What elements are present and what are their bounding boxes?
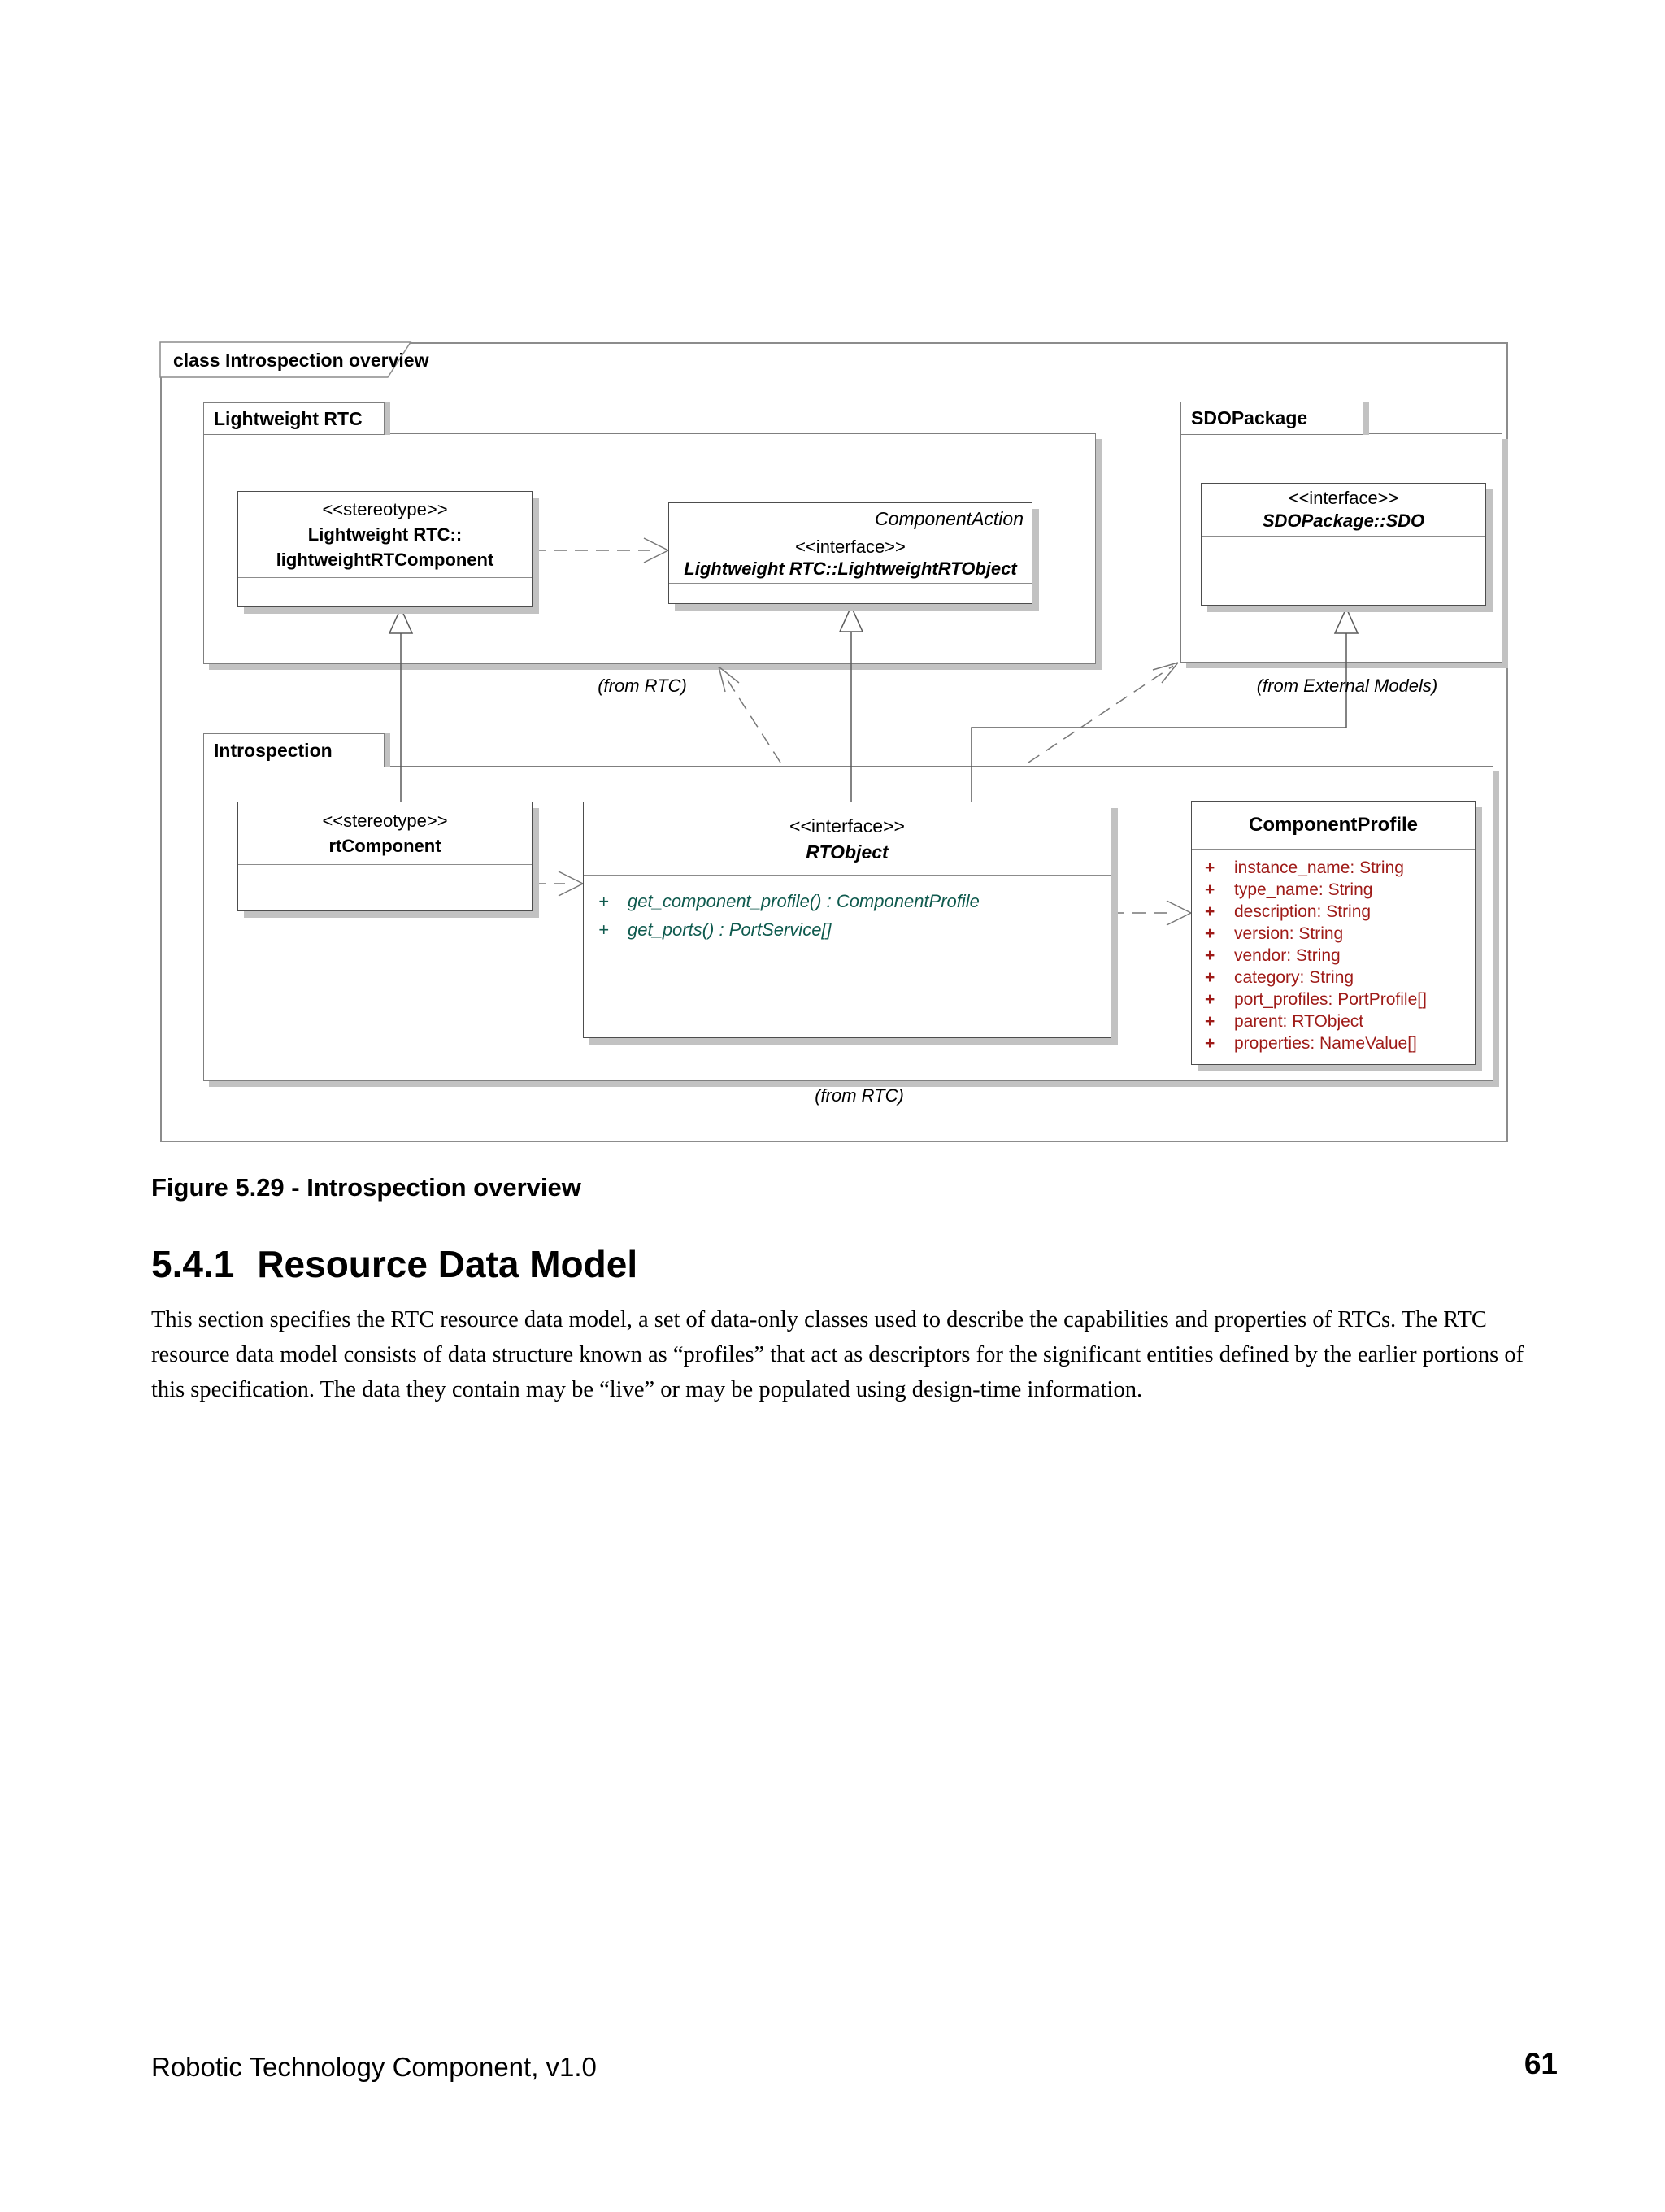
package-sdopackage-label-text: SDOPackage — [1191, 407, 1308, 428]
class-name: Lightweight RTC:: — [307, 524, 463, 545]
class-name: SDOPackage::SDO — [1262, 511, 1425, 531]
visibility-plus: + — [1205, 858, 1215, 877]
package-lightweight-rtc-label: Lightweight RTC — [203, 402, 385, 435]
attribute-text: parent: RTObject — [1234, 1012, 1364, 1031]
visibility-plus: + — [1205, 946, 1215, 965]
empty-compartment — [238, 577, 532, 606]
attribute-row: + type_name: String — [1205, 879, 1475, 901]
package-introspection-label-text: Introspection — [214, 739, 333, 761]
operation-row: + get_ports() : PortService[] — [598, 915, 1111, 944]
from-rtc-label-top: (from RTC) — [598, 676, 687, 696]
attribute-row: + properties: NameValue[] — [1205, 1032, 1475, 1054]
attribute-text: version: String — [1234, 924, 1344, 943]
class-name: Lightweight RTC::LightweightRTObject — [684, 558, 1017, 579]
class-componentprofile: ComponentProfile + instance_name: String… — [1191, 801, 1476, 1065]
attribute-row: + category: String — [1205, 967, 1475, 989]
class-sdo-header: <<interface>> SDOPackage::SDO — [1202, 484, 1485, 536]
class-sdo: <<interface>> SDOPackage::SDO — [1201, 483, 1486, 606]
package-introspection-label: Introspection — [203, 733, 385, 767]
class-rtobject-header: <<interface>> RTObject — [584, 802, 1111, 875]
stereotype-label: <<stereotype>> — [322, 810, 448, 831]
visibility-plus: + — [1205, 902, 1215, 921]
operations-compartment: + get_component_profile() : ComponentPro… — [584, 875, 1111, 1037]
attribute-text: vendor: String — [1234, 946, 1341, 965]
class-componentprofile-header: ComponentProfile — [1192, 802, 1475, 849]
attribute-row: + instance_name: String — [1205, 857, 1475, 879]
frame-tab-label: class Introspection overview — [173, 350, 429, 371]
section-title: Resource Data Model — [257, 1243, 638, 1285]
visibility-plus: + — [1205, 990, 1215, 1009]
visibility-plus: + — [1205, 880, 1215, 899]
operation-row: + get_component_profile() : ComponentPro… — [598, 887, 1111, 915]
visibility-plus: + — [1205, 924, 1215, 943]
section-number: 5.4.1 — [151, 1243, 235, 1285]
empty-compartment — [238, 864, 532, 910]
attribute-row: + parent: RTObject — [1205, 1010, 1475, 1032]
visibility-plus: + — [598, 891, 609, 911]
from-external-models-label: (from External Models) — [1256, 676, 1438, 696]
attribute-row: + vendor: String — [1205, 945, 1475, 967]
section-heading: 5.4.1 Resource Data Model — [151, 1242, 637, 1286]
class-lightweightrtcomponent: <<stereotype>> Lightweight RTC:: lightwe… — [237, 491, 533, 607]
attribute-text: type_name: String — [1234, 880, 1373, 899]
class-rtcomponent: <<stereotype>> rtComponent — [237, 802, 533, 911]
attribute-row: + version: String — [1205, 923, 1475, 945]
visibility-plus: + — [1205, 968, 1215, 987]
operation-text: get_component_profile() : ComponentProfi… — [628, 891, 980, 911]
package-lightweight-rtc-label-text: Lightweight RTC — [214, 407, 363, 429]
attribute-row: + description: String — [1205, 901, 1475, 923]
empty-compartment — [1202, 536, 1485, 605]
from-rtc-label-bottom: (from RTC) — [815, 1085, 904, 1106]
class-lightweightrtobject: ComponentAction <<interface>> Lightweigh… — [668, 502, 1032, 604]
empty-compartment — [669, 583, 1032, 603]
visibility-plus: + — [598, 919, 609, 940]
stereotype-label: <<interface>> — [795, 537, 906, 557]
footer-page-number: 61 — [1524, 2047, 1558, 2080]
class-name: RTObject — [806, 841, 889, 863]
operation-text: get_ports() : PortService[] — [628, 919, 832, 940]
visibility-plus: + — [1205, 1034, 1215, 1053]
diagram-frame — [160, 342, 1508, 1142]
class-rtcomponent-header: <<stereotype>> rtComponent — [238, 802, 532, 864]
class-name: ComponentProfile — [1249, 814, 1418, 836]
visibility-plus: + — [1205, 1012, 1215, 1031]
stereotype-label: <<interface>> — [789, 815, 905, 837]
stereotype-label: <<stereotype>> — [322, 499, 448, 519]
attribute-text: port_profiles: PortProfile[] — [1234, 990, 1427, 1009]
annotation-componentaction: ComponentAction — [875, 508, 1024, 529]
attribute-text: description: String — [1234, 902, 1372, 921]
stereotype-label: <<interface>> — [1288, 488, 1399, 508]
attributes-compartment: + instance_name: String + type_name: Str… — [1192, 849, 1475, 1064]
footer-document-title: Robotic Technology Component, v1.0 — [151, 2052, 597, 2082]
package-sdopackage-label: SDOPackage — [1180, 402, 1363, 435]
attribute-text: instance_name: String — [1234, 858, 1404, 877]
class-lightweightrtobject-header: ComponentAction <<interface>> Lightweigh… — [669, 503, 1032, 583]
class-rtobject: <<interface>> RTObject + get_component_p… — [583, 802, 1111, 1038]
figure-caption: Figure 5.29 - Introspection overview — [151, 1173, 581, 1202]
class-lightweightrtcomponent-header: <<stereotype>> Lightweight RTC:: lightwe… — [238, 492, 532, 577]
class-name: rtComponent — [328, 836, 441, 856]
class-name: lightweightRTComponent — [276, 550, 494, 570]
attribute-text: properties: NameValue[] — [1234, 1034, 1417, 1053]
attribute-text: category: String — [1234, 968, 1354, 987]
attribute-row: + port_profiles: PortProfile[] — [1205, 989, 1475, 1010]
body-paragraph: This section specifies the RTC resource … — [151, 1307, 1524, 1402]
